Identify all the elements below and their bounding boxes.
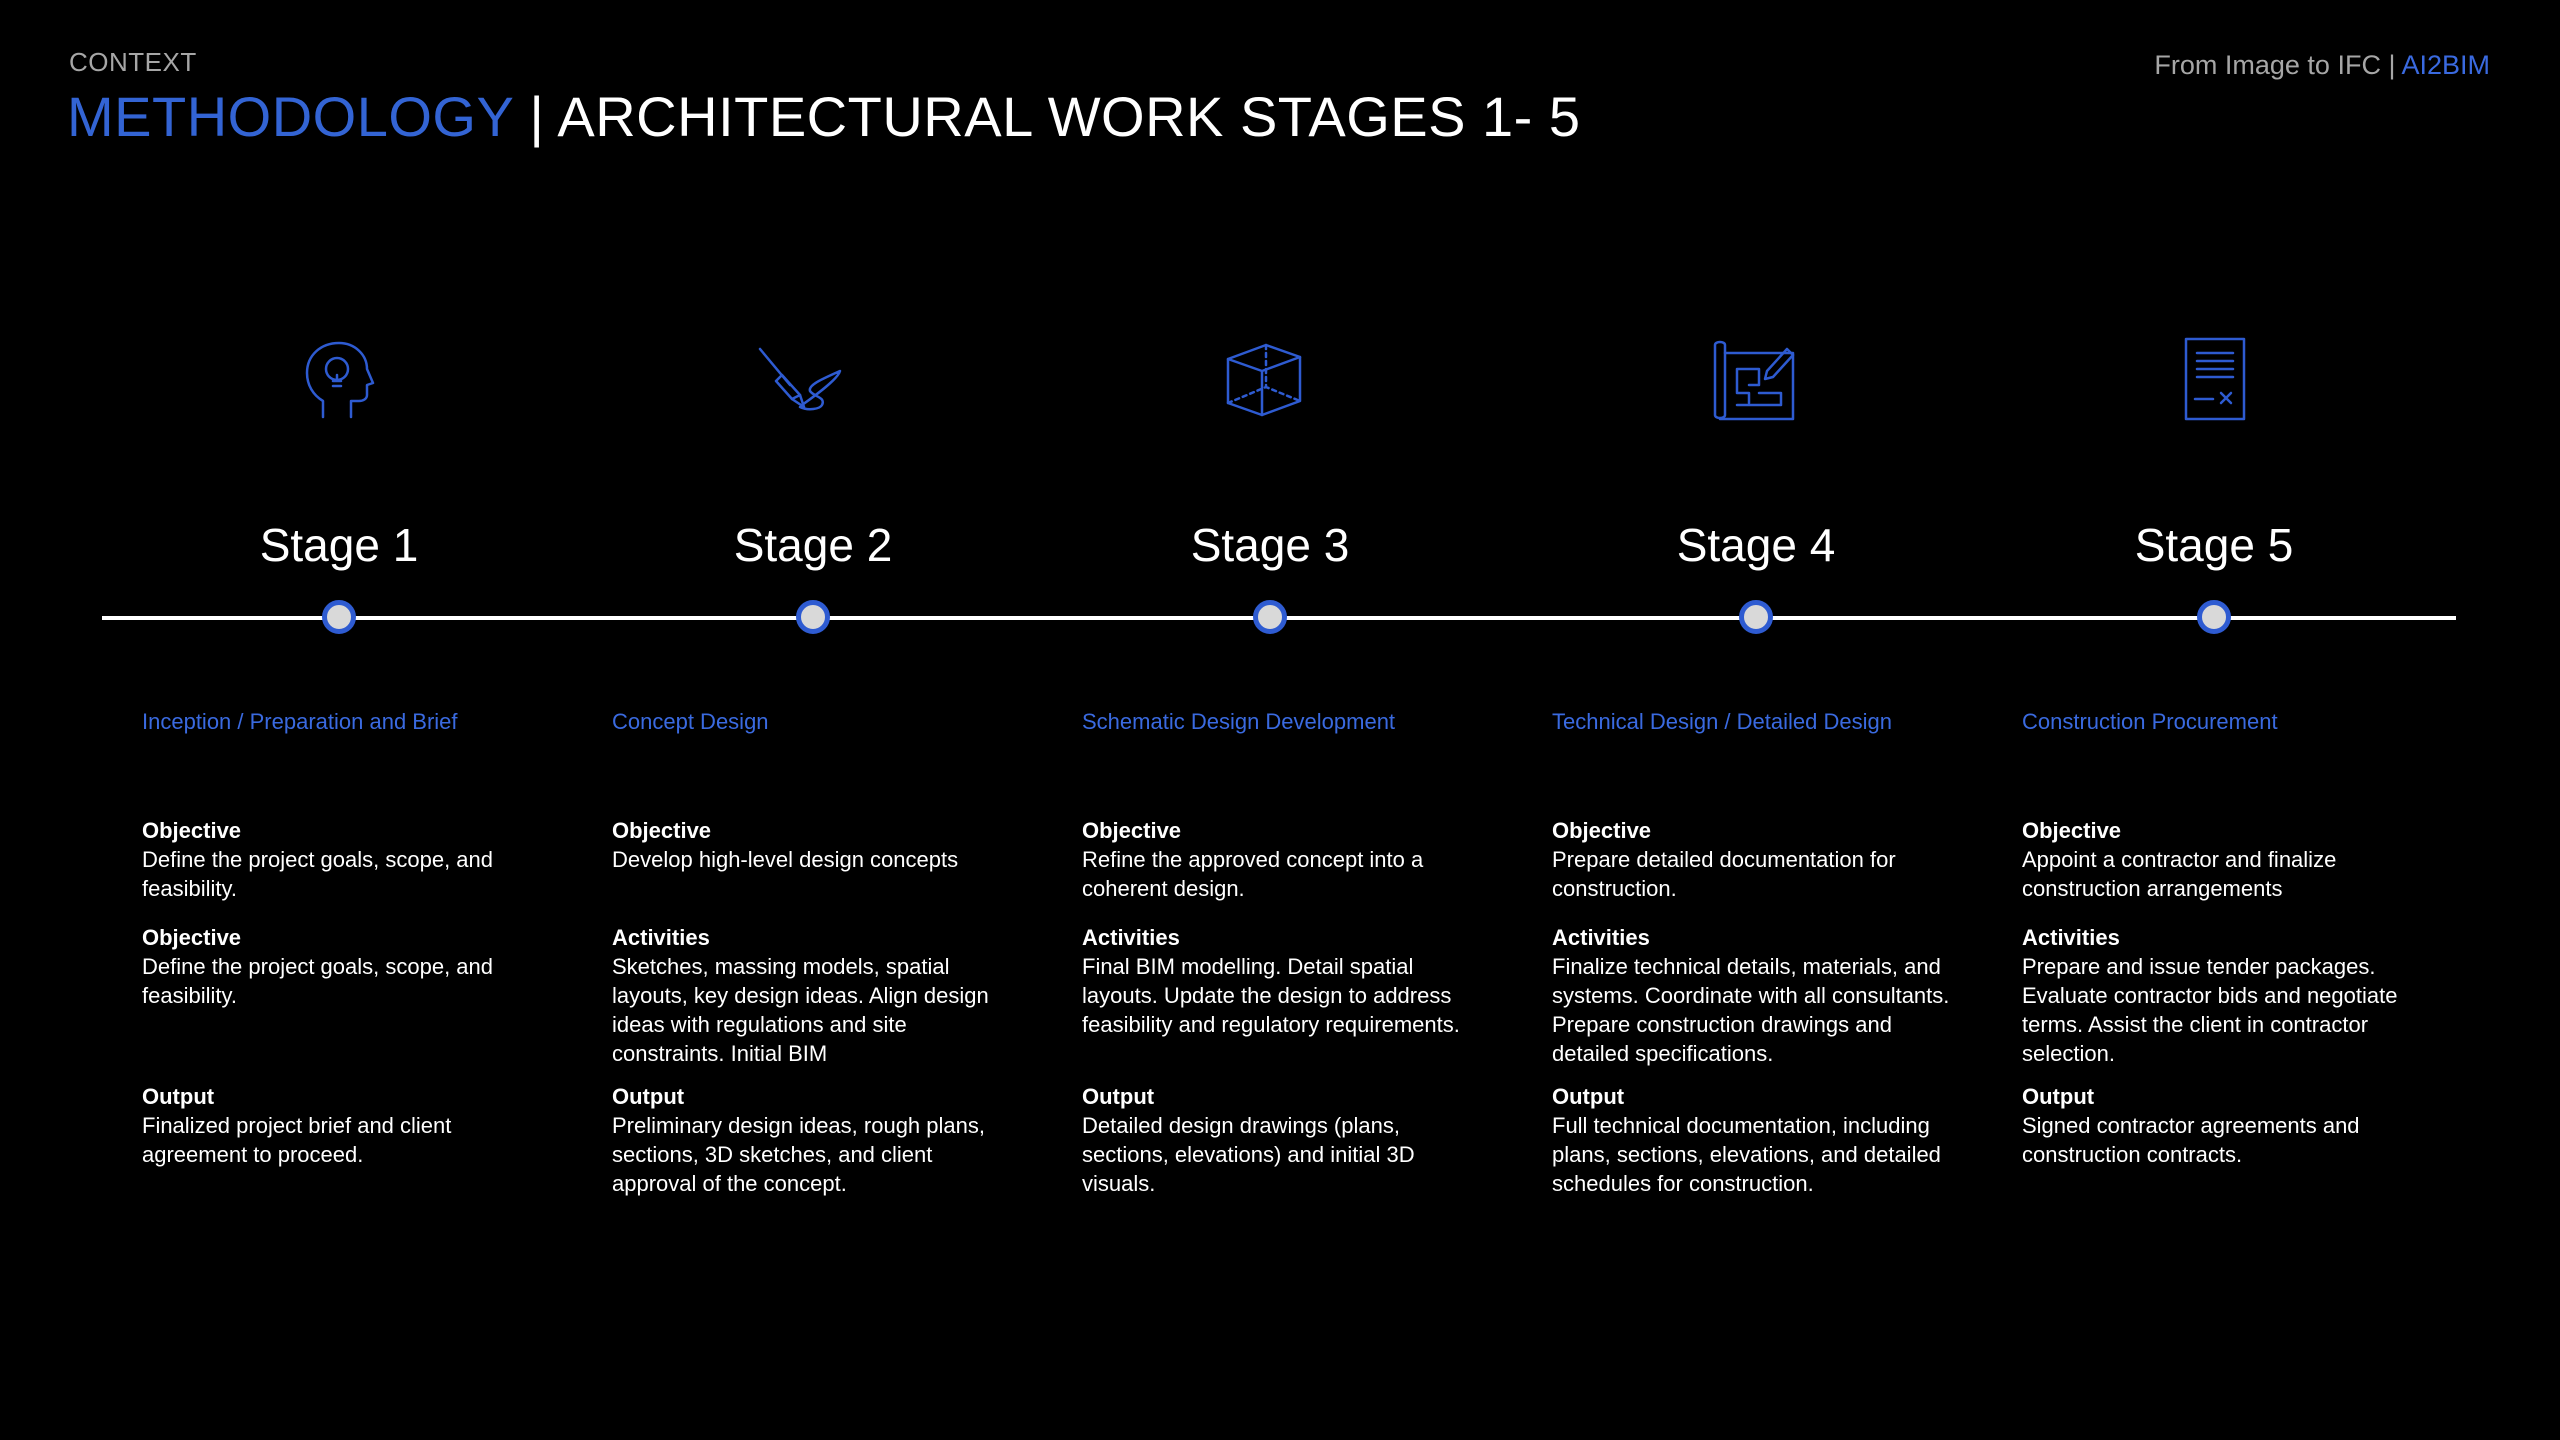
stage-3-heading: Schematic Design Development: [1082, 709, 1396, 734]
stage-1-node[interactable]: [322, 600, 356, 634]
block-title: Output: [1552, 1084, 1625, 1109]
stage-1-heading: Inception / Preparation and Brief: [142, 709, 458, 734]
stage-2-icon: [756, 335, 846, 425]
block-title: Objective: [142, 818, 242, 843]
block-text: Detailed design drawings (plans, section…: [1082, 1113, 1415, 1196]
stage-2-block-3: Output Preliminary design ideas, rough p…: [612, 1082, 1012, 1198]
stage-4-block-2: Activities Finalize technical details, m…: [1552, 923, 1952, 1082]
block-title: Objective: [1552, 818, 1652, 843]
stage-5-block-3: Output Signed contractor agreements and …: [2022, 1082, 2422, 1169]
brand-label: From Image to IFC | AI2BIM: [2154, 50, 2490, 81]
block-text: Refine the approved concept into a coher…: [1082, 847, 1424, 901]
block-title: Objective: [2022, 818, 2122, 843]
block-text: Finalized project brief and client agree…: [142, 1113, 452, 1167]
block-title: Activities: [2022, 925, 2120, 950]
block-title: Output: [1082, 1084, 1155, 1109]
block-text: Prepare detailed documentation for const…: [1552, 847, 1896, 901]
stage-4-block-3: Output Full technical documentation, inc…: [1552, 1082, 1952, 1198]
stage-3-block-3: Output Detailed design drawings (plans, …: [1082, 1082, 1482, 1198]
stage-4-icon: [1709, 335, 1799, 425]
stage-1-icon: [293, 335, 383, 425]
block-title: Activities: [612, 925, 710, 950]
block-title: Objective: [1082, 818, 1182, 843]
stage-3-icon: [1220, 335, 1310, 425]
brand-text: From Image to IFC |: [2154, 50, 2402, 80]
block-text: Prepare and issue tender packages. Evalu…: [2022, 954, 2398, 1066]
stage-3-block-1: Objective Refine the approved concept in…: [1082, 816, 1482, 923]
stage-4-node[interactable]: [1739, 600, 1773, 634]
context-label: CONTEXT: [69, 47, 197, 77]
stage-2-label: Stage 2: [733, 519, 893, 571]
stage-3-details: Schematic Design Development Objective R…: [1082, 706, 1482, 1198]
stage-1-block-3: Output Finalized project brief and clien…: [142, 1082, 542, 1169]
stage-2-heading: Concept Design: [612, 709, 769, 734]
block-title: Output: [142, 1084, 215, 1109]
stage-1-details: Inception / Preparation and Brief Object…: [142, 706, 542, 1169]
block-text: Preliminary design ideas, rough plans, s…: [612, 1113, 985, 1196]
title-separator: |: [513, 85, 558, 148]
stage-4-details: Technical Design / Detailed Design Objec…: [1552, 706, 1952, 1198]
block-title: Output: [612, 1084, 685, 1109]
page-title: METHODOLOGY | ARCHITECTURAL WORK STAGES …: [67, 84, 1581, 149]
stage-2-block-2: Activities Sketches, massing models, spa…: [612, 923, 1012, 1082]
block-text: Final BIM modelling. Detail spatial layo…: [1082, 954, 1460, 1037]
stage-5-label: Stage 5: [2134, 519, 2294, 571]
block-text: Finalize technical details, materials, a…: [1552, 954, 1950, 1066]
stage-5-details: Construction Procurement Objective Appoi…: [2022, 706, 2422, 1169]
block-title: Output: [2022, 1084, 2095, 1109]
title-accent: METHODOLOGY: [67, 85, 514, 148]
stage-5-node[interactable]: [2197, 600, 2231, 634]
block-title: Objective: [612, 818, 712, 843]
block-text: Sketches, massing models, spatial layout…: [612, 954, 989, 1066]
stage-3-block-2: Activities Final BIM modelling. Detail s…: [1082, 923, 1482, 1082]
stage-5-block-1: Objective Appoint a contractor and final…: [2022, 816, 2422, 923]
stage-2-details: Concept Design Objective Develop high-le…: [612, 706, 1012, 1198]
stage-4-block-1: Objective Prepare detailed documentation…: [1552, 816, 1952, 923]
brand-accent: AI2BIM: [2401, 50, 2490, 80]
block-title: Activities: [1552, 925, 1650, 950]
stage-2-block-1: Objective Develop high-level design conc…: [612, 816, 1012, 923]
block-text: Develop high-level design concepts: [612, 847, 959, 872]
block-text: Define the project goals, scope, and fea…: [142, 954, 494, 1008]
block-text: Appoint a contractor and finalize constr…: [2022, 847, 2337, 901]
block-title: Objective: [142, 925, 242, 950]
stage-5-heading: Construction Procurement: [2022, 709, 2278, 734]
title-rest: ARCHITECTURAL WORK STAGES 1- 5: [557, 85, 1581, 148]
stage-3-node[interactable]: [1253, 600, 1287, 634]
stage-4-heading: Technical Design / Detailed Design: [1552, 709, 1892, 734]
stage-5-block-2: Activities Prepare and issue tender pack…: [2022, 923, 2422, 1082]
stage-5-icon: [2169, 335, 2259, 425]
block-text: Full technical documentation, including …: [1552, 1113, 1941, 1196]
stage-2-node[interactable]: [796, 600, 830, 634]
stage-1-block-2: Objective Define the project goals, scop…: [142, 923, 542, 1082]
block-title: Activities: [1082, 925, 1180, 950]
stage-1-label: Stage 1: [259, 519, 419, 571]
block-text: Signed contractor agreements and constru…: [2022, 1113, 2360, 1167]
stage-1-block-1: Objective Define the project goals, scop…: [142, 816, 542, 923]
stage-3-label: Stage 3: [1190, 519, 1350, 571]
block-text: Define the project goals, scope, and fea…: [142, 847, 494, 901]
stage-4-label: Stage 4: [1676, 519, 1836, 571]
